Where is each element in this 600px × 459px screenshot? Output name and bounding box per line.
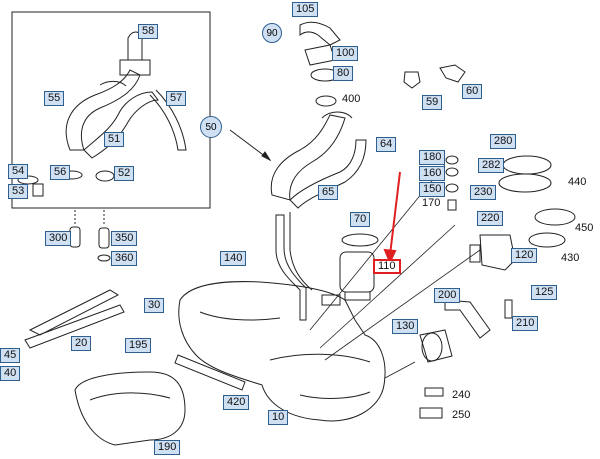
strip-420 (174, 354, 246, 391)
level-sensor (469, 234, 516, 271)
callout-230[interactable]: 230 (470, 185, 497, 200)
bracket-200 (444, 299, 513, 339)
callout-45[interactable]: 45 (0, 348, 21, 363)
filler-tube-long (275, 212, 313, 321)
tank-straps (24, 289, 125, 349)
callout-30[interactable]: 30 (144, 298, 165, 313)
callout-282[interactable]: 282 (478, 158, 505, 173)
callout-210[interactable]: 210 (512, 316, 539, 331)
callout-350[interactable]: 350 (111, 231, 138, 246)
callout-60[interactable]: 60 (462, 84, 483, 99)
callout-56[interactable]: 56 (50, 165, 71, 180)
callout-20[interactable]: 20 (71, 336, 92, 351)
callout-100[interactable]: 100 (332, 46, 359, 61)
callout-195[interactable]: 195 (125, 338, 152, 353)
callout-170[interactable]: 170 (422, 197, 441, 209)
callout-52[interactable]: 52 (114, 166, 135, 181)
callout-40[interactable]: 40 (0, 366, 21, 381)
fuel-pump-sender (321, 233, 379, 306)
callout-240[interactable]: 240 (452, 389, 471, 401)
callout-200[interactable]: 200 (434, 288, 461, 303)
callout-430[interactable]: 430 (561, 252, 580, 264)
callout-280[interactable]: 280 (490, 134, 517, 149)
callout-420[interactable]: 420 (223, 395, 250, 410)
callout-50[interactable]: 50 (200, 116, 222, 138)
callout-90[interactable]: 90 (262, 23, 282, 43)
callout-57[interactable]: 57 (166, 91, 187, 106)
callout-120[interactable]: 120 (511, 248, 538, 263)
callout-10[interactable]: 10 (268, 410, 289, 425)
callout-140[interactable]: 140 (220, 251, 247, 266)
callout-360[interactable]: 360 (111, 251, 138, 266)
callout-105[interactable]: 105 (292, 2, 319, 17)
callout-70[interactable]: 70 (350, 212, 371, 227)
callout-400[interactable]: 400 (342, 93, 361, 105)
callout-110-highlighted[interactable]: 110 (373, 259, 401, 274)
small-parts-240-250 (419, 387, 444, 419)
callout-180[interactable]: 180 (419, 150, 446, 165)
heat-shield (74, 371, 186, 446)
callout-160[interactable]: 160 (419, 166, 446, 181)
fuel-tank (178, 281, 386, 422)
callout-59[interactable]: 59 (422, 95, 443, 110)
vent-hoses (299, 21, 341, 107)
callout-125[interactable]: 125 (531, 285, 558, 300)
callout-150[interactable]: 150 (419, 182, 446, 197)
callout-55[interactable]: 55 (44, 91, 65, 106)
inset-lower-parts (69, 226, 111, 262)
callout-130[interactable]: 130 (392, 319, 419, 334)
callout-450[interactable]: 450 (575, 222, 594, 234)
filter-130 (419, 329, 453, 363)
callout-190[interactable]: 190 (154, 440, 181, 455)
washers-stack (445, 155, 459, 211)
callout-53[interactable]: 53 (8, 184, 29, 199)
callout-54[interactable]: 54 (8, 164, 29, 179)
inset-frame (11, 11, 211, 209)
pump-ring-parts (498, 155, 576, 248)
highlight-arrow (383, 171, 401, 265)
callout-220[interactable]: 220 (477, 211, 504, 226)
callout-58[interactable]: 58 (138, 24, 159, 39)
callout-80[interactable]: 80 (333, 66, 354, 81)
callout-250[interactable]: 250 (452, 409, 471, 421)
callout-51[interactable]: 51 (104, 132, 125, 147)
callout-440[interactable]: 440 (568, 176, 587, 188)
callout-64[interactable]: 64 (376, 137, 397, 152)
callout-300[interactable]: 300 (45, 231, 72, 246)
clips-59-60 (403, 64, 466, 89)
callout-65[interactable]: 65 (318, 185, 339, 200)
